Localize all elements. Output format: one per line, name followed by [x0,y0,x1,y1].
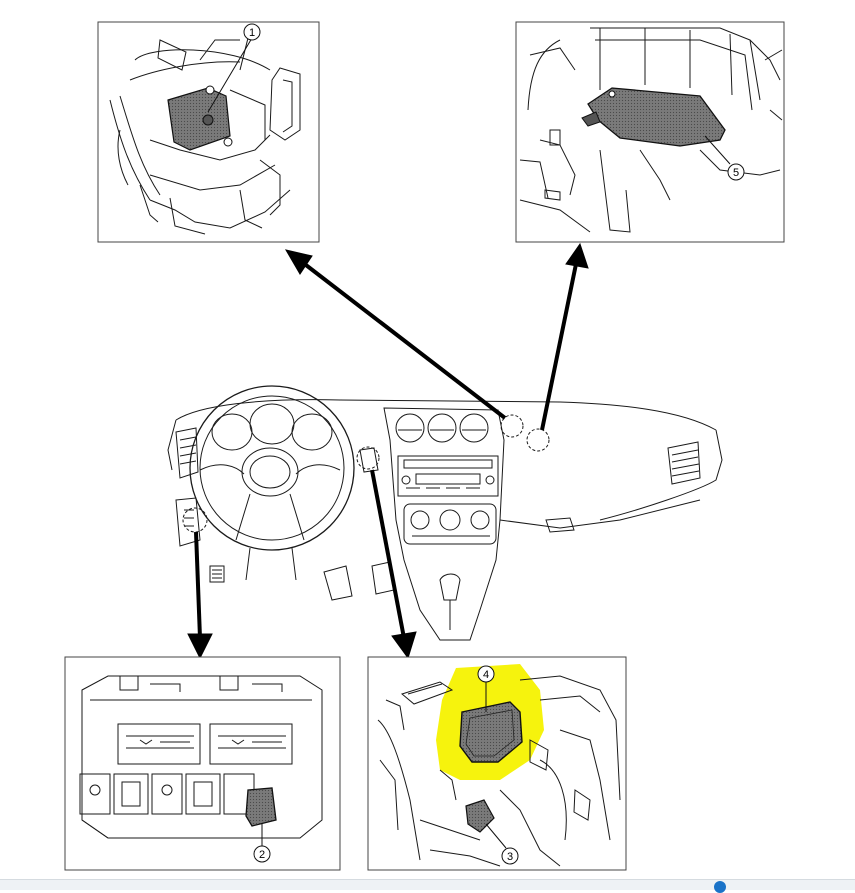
inset-panel-top-right: 5 [515,21,785,243]
callout-1-marker: 1 [243,23,261,41]
location-marker-top-left [500,414,524,438]
callout-2-label: 2 [259,849,265,861]
inset-panel-bottom-left: 2 [64,656,341,871]
callout-3-label: 3 [507,851,513,863]
location-marker-bottom-right [356,446,380,470]
component-module-4 [459,701,523,763]
footer-strip [0,879,855,890]
location-marker-bottom-left [182,507,208,533]
component-relay-2 [245,787,277,827]
help-icon[interactable] [714,881,726,893]
callout-2-marker: 2 [253,845,271,863]
component-actuator-1 [167,85,233,151]
inset-panel-bottom-right: 4 3 [367,656,627,871]
component-module-5 [581,87,726,147]
location-marker-top-right [526,428,550,452]
callout-4-label: 4 [483,669,489,681]
dashboard-illustration [167,385,723,641]
callout-1-label: 1 [249,27,255,39]
callout-4-marker: 4 [477,665,495,683]
callout-3-marker: 3 [501,847,519,865]
pointer-arrows [187,242,589,660]
callout-5-label: 5 [733,167,739,179]
callout-5-marker: 5 [727,163,745,181]
inset-panel-top-left: 1 [97,21,320,243]
